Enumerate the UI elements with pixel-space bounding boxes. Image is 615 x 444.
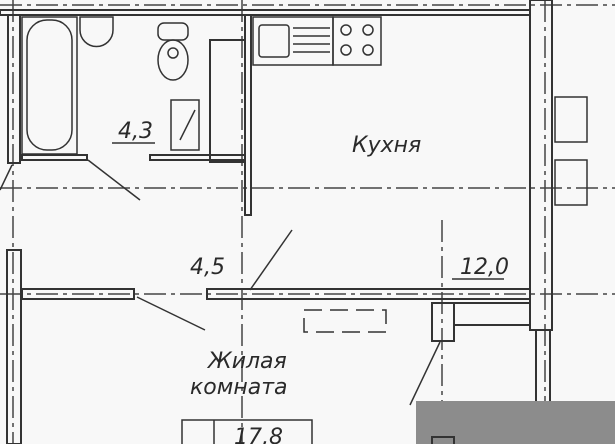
radiator — [303, 309, 387, 333]
kitchen-area: 12,0 — [460, 255, 509, 280]
kitchen-name: Кухня — [352, 133, 421, 158]
kitchen-sink — [252, 16, 334, 66]
living-area: 17,8 — [234, 425, 283, 444]
living-name-line1: Жилая — [206, 349, 287, 374]
bathroom-area: 4,3 — [118, 119, 153, 144]
door-swings — [0, 159, 441, 406]
walls — [0, 0, 588, 444]
toilet — [157, 22, 189, 81]
electrical-panel — [170, 99, 200, 151]
living-name-line2: комната — [190, 375, 288, 400]
hall-area: 4,5 — [190, 255, 225, 280]
stove — [332, 16, 382, 66]
bathtub — [21, 16, 78, 155]
sink — [79, 16, 114, 48]
